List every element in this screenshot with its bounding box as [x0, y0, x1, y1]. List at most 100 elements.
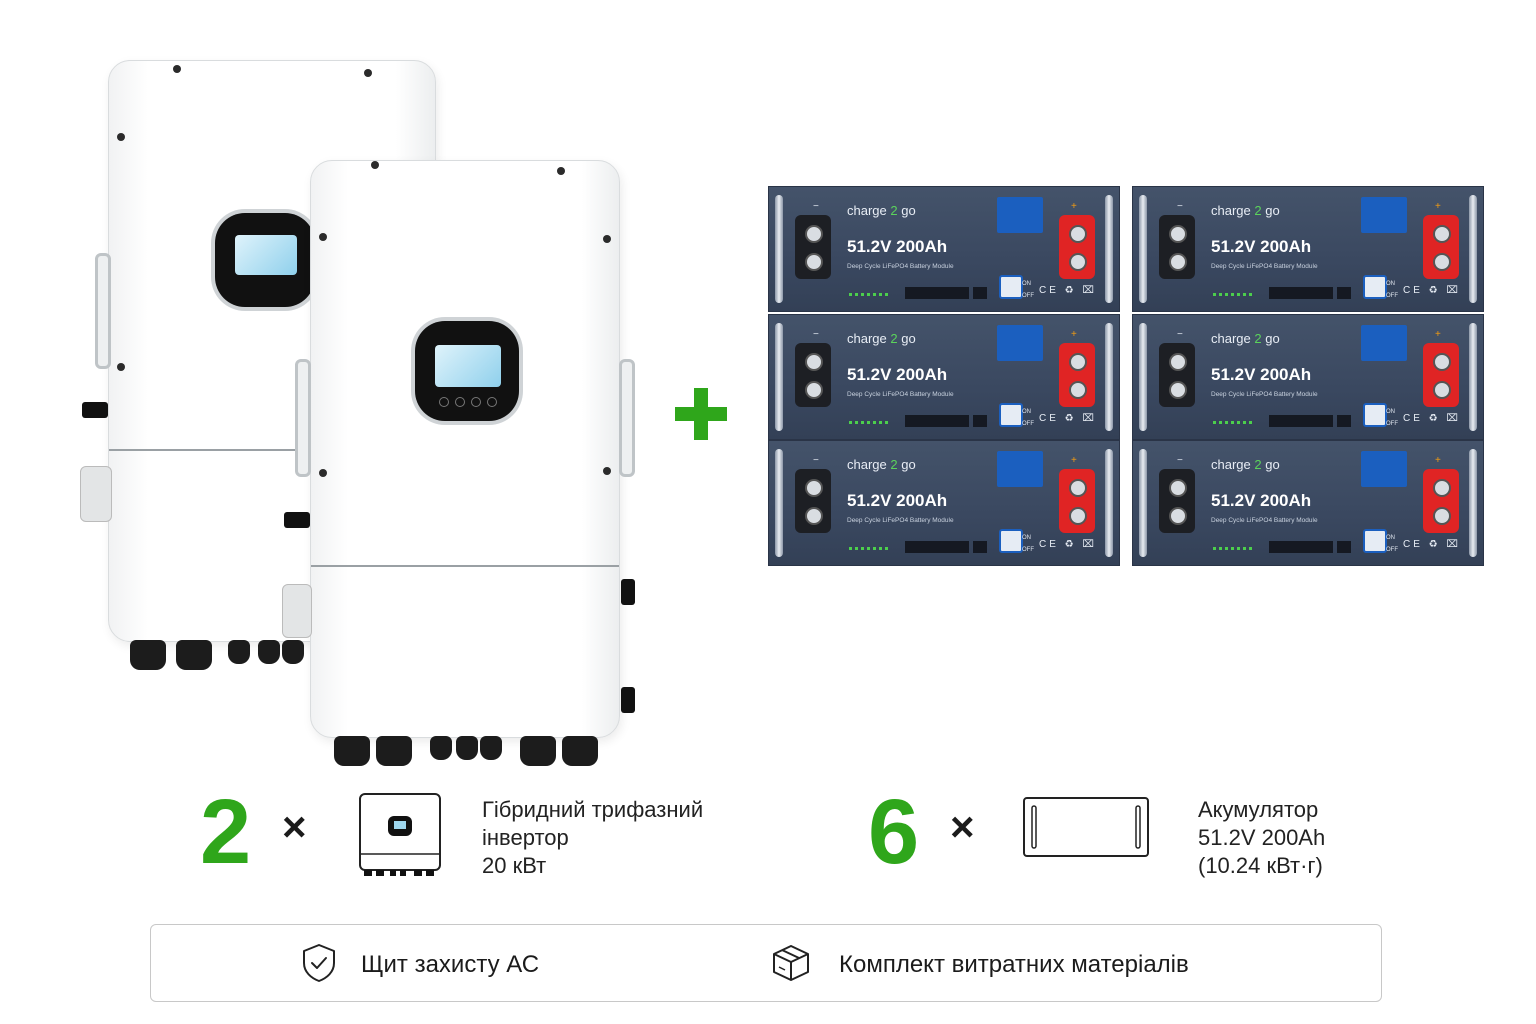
box-icon	[771, 943, 811, 983]
display-button	[439, 397, 449, 407]
battery-model: 51.2V 200Ah	[1211, 237, 1312, 256]
battery-info-label	[997, 197, 1043, 233]
battery-info-label	[1361, 325, 1407, 361]
certification-marks: CE ♻ ⌧	[1039, 285, 1097, 296]
status-leds	[1213, 293, 1253, 296]
cable-gland	[376, 736, 412, 766]
cable-gland	[130, 640, 166, 670]
certification-marks: CE ♻ ⌧	[1039, 413, 1097, 424]
power-switch[interactable]	[1363, 529, 1387, 553]
screw	[319, 233, 327, 241]
inverter-side-switch	[284, 512, 310, 528]
battery-module: − charge 2 go 51.2V 200Ah Deep Cycle LiF…	[1132, 186, 1484, 312]
negative-terminal	[1159, 469, 1195, 533]
battery-rail	[1105, 449, 1113, 557]
battery-rail	[1105, 195, 1113, 303]
battery-brand: charge 2 go	[847, 331, 916, 346]
power-switch[interactable]	[1363, 275, 1387, 299]
switch-on-label: ON	[1386, 409, 1395, 415]
inverter-handle	[295, 359, 311, 477]
battery-info-label	[997, 325, 1043, 361]
battery-rail	[1139, 323, 1147, 431]
communication-ports	[905, 541, 969, 553]
negative-terminal	[1159, 215, 1195, 279]
power-switch[interactable]	[999, 275, 1023, 299]
positive-sign: +	[1071, 329, 1077, 340]
power-switch[interactable]	[999, 403, 1023, 427]
battery-model: 51.2V 200Ah	[1211, 365, 1312, 384]
inverter-seam	[311, 565, 619, 567]
inverter-side-plug	[80, 466, 112, 522]
extra-item-label: Комплект витратних матеріалів	[839, 951, 1189, 978]
communication-ports	[905, 287, 969, 299]
certification-marks: CE ♻ ⌧	[1039, 539, 1097, 550]
inverter-description: Гібридний трифазний інвертор 20 кВт	[482, 797, 704, 878]
battery-module: − charge 2 go 51.2V 200Ah Deep Cycle LiF…	[1132, 314, 1484, 440]
communication-port	[973, 415, 987, 427]
cable-gland	[430, 736, 452, 760]
switch-off-label: OFF	[1022, 293, 1034, 299]
cable-gland	[282, 640, 304, 664]
extra-item-label: Щит захисту АС	[361, 951, 540, 978]
positive-terminal	[1059, 343, 1095, 407]
negative-sign: −	[1177, 455, 1183, 466]
battery-model: 51.2V 200Ah	[847, 237, 948, 256]
battery-rail	[1105, 323, 1113, 431]
battery-subtitle: Deep Cycle LiFePO4 Battery Module	[1211, 263, 1318, 270]
negative-sign: −	[813, 201, 819, 212]
battery-subtitle: Deep Cycle LiFePO4 Battery Module	[847, 263, 954, 270]
battery-rail	[1469, 449, 1477, 557]
positive-sign: +	[1071, 201, 1077, 212]
switch-off-label: OFF	[1022, 421, 1034, 427]
battery-rail	[775, 449, 783, 557]
battery-brand: charge 2 go	[847, 203, 916, 218]
positive-sign: +	[1435, 201, 1441, 212]
communication-port	[1337, 287, 1351, 299]
display-button	[487, 397, 497, 407]
inverter-front	[295, 160, 635, 738]
cable-gland	[456, 736, 478, 760]
screw	[603, 467, 611, 475]
inverter-port	[621, 579, 635, 605]
inverter-screen	[235, 235, 297, 275]
screw	[557, 167, 565, 175]
positive-sign: +	[1435, 455, 1441, 466]
battery-description: Акумулятор 51.2V 200Ah (10.24 кВт·г)	[1198, 797, 1326, 878]
inverter-side-switch	[82, 402, 108, 418]
switch-on-label: ON	[1022, 281, 1031, 287]
certification-marks: CE ♻ ⌧	[1403, 413, 1461, 424]
battery-info-label	[997, 451, 1043, 487]
battery-module: − charge 2 go 51.2V 200Ah Deep Cycle LiF…	[768, 186, 1120, 312]
display-button	[471, 397, 481, 407]
battery-brand: charge 2 go	[1211, 203, 1280, 218]
communication-ports	[905, 415, 969, 427]
communication-port	[1337, 541, 1351, 553]
positive-sign: +	[1071, 455, 1077, 466]
battery-module: − charge 2 go 51.2V 200Ah Deep Cycle LiF…	[768, 440, 1120, 566]
switch-on-label: ON	[1022, 535, 1031, 541]
inverter-seam	[109, 449, 435, 451]
screw	[364, 69, 372, 77]
status-leds	[849, 547, 889, 550]
battery-rail	[1469, 323, 1477, 431]
cable-gland	[520, 736, 556, 766]
positive-sign: +	[1435, 329, 1441, 340]
inverter-display-bezel	[215, 213, 315, 307]
battery-count: 6	[868, 781, 920, 883]
power-switch[interactable]	[1363, 403, 1387, 427]
cable-gland	[562, 736, 598, 766]
positive-terminal	[1423, 469, 1459, 533]
battery-info-label	[1361, 451, 1407, 487]
display-button	[455, 397, 465, 407]
included-extras: Щит захисту АС Комплект витратних матері…	[150, 924, 1382, 1002]
inverter-side-plug	[282, 584, 312, 638]
screw	[319, 469, 327, 477]
screw	[173, 65, 181, 73]
plus-icon	[675, 388, 727, 440]
switch-on-label: ON	[1386, 535, 1395, 541]
negative-terminal	[795, 215, 831, 279]
power-switch[interactable]	[999, 529, 1023, 553]
battery-rail	[1469, 195, 1477, 303]
inverter-handle	[95, 253, 111, 369]
screw	[603, 235, 611, 243]
